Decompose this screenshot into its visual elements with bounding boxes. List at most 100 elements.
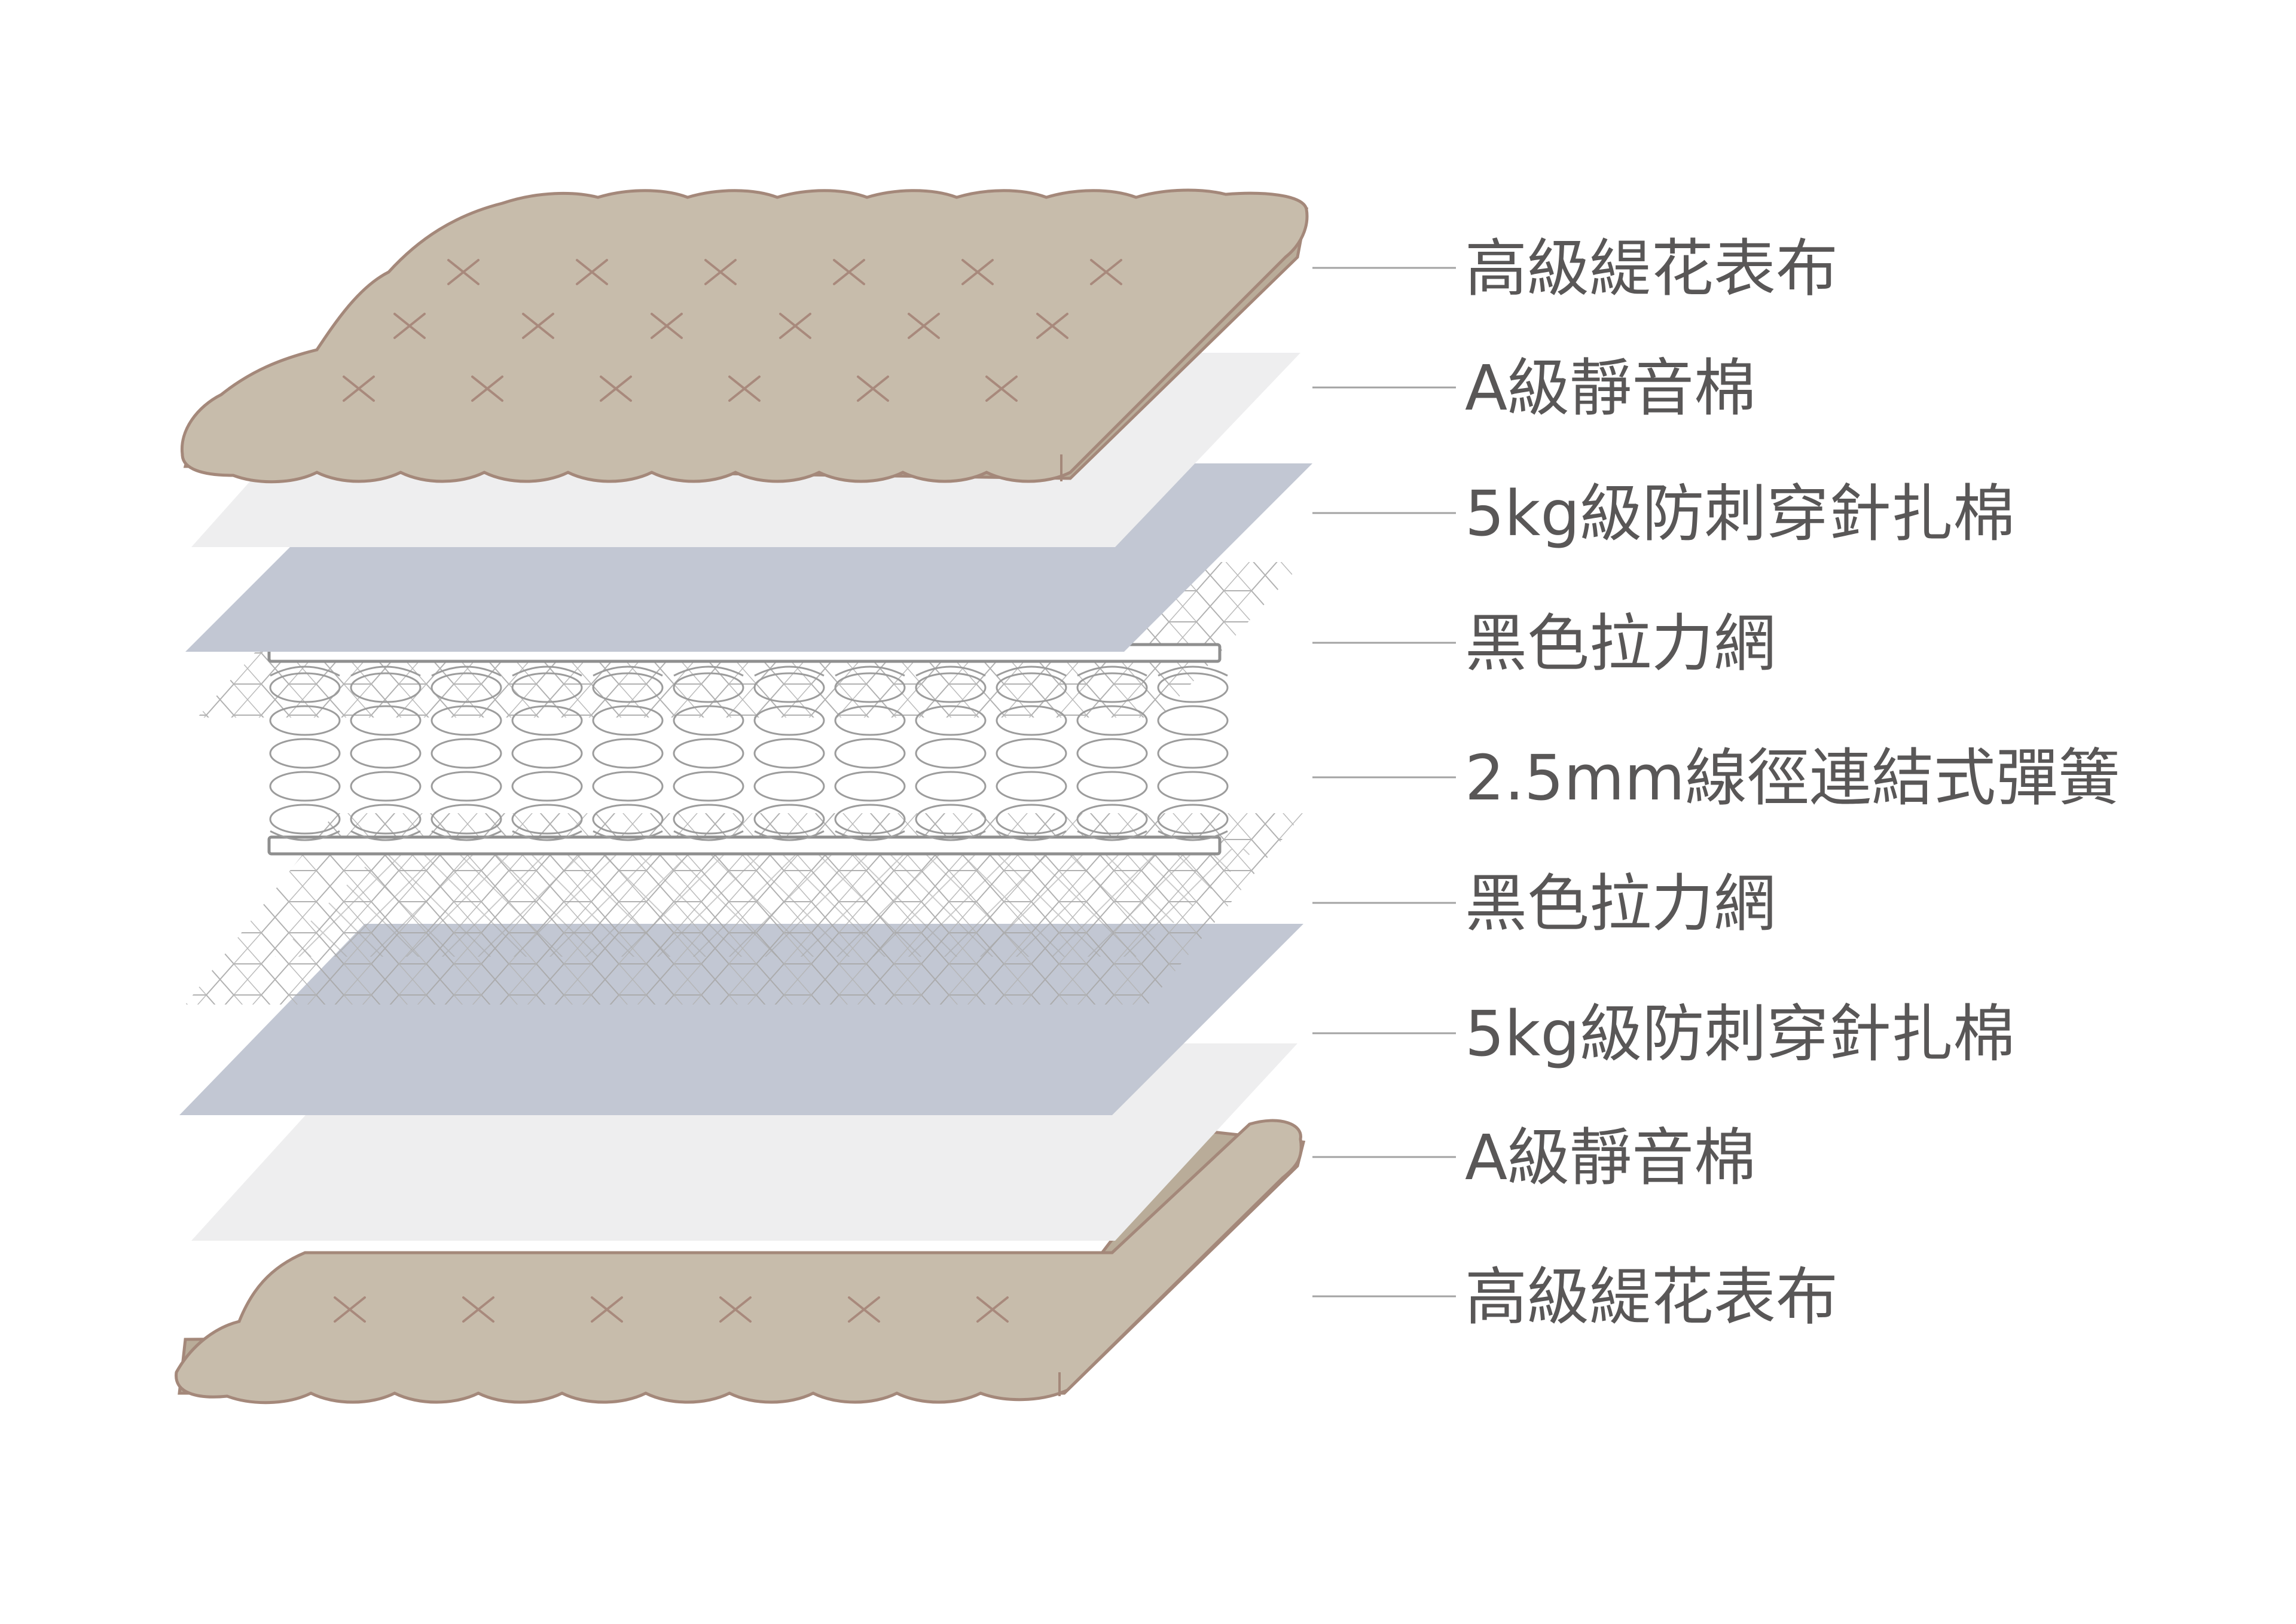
- spring-coil: [592, 738, 664, 769]
- label-text-bottom-tension-net: 黑色拉力網: [1465, 867, 1776, 940]
- spring-coil: [753, 738, 825, 769]
- label-text-top-tension-net: 黑色拉力網: [1465, 607, 1776, 680]
- spring-coil: [269, 705, 341, 736]
- spring-coil: [1076, 672, 1148, 703]
- spring-coil: [753, 672, 825, 703]
- spring-coil: [269, 804, 341, 835]
- spring-coil: [430, 738, 502, 769]
- top-fabric-top: [180, 188, 1309, 484]
- spring-coil: [350, 705, 422, 736]
- spring-coil: [996, 705, 1067, 736]
- label-bottom-fabric: 高級緹花表布: [1312, 1260, 1838, 1333]
- spring-coil: [673, 705, 744, 736]
- spring-coil: [269, 738, 341, 769]
- top-fabric-layer: [180, 188, 1309, 484]
- spring-coil: [996, 804, 1067, 835]
- spring-bottom-rail: [267, 835, 1222, 856]
- label-text-top-fabric: 高級緹花表布: [1465, 232, 1838, 305]
- label-top-fabric: 高級緹花表布: [1312, 232, 1838, 305]
- spring-coil: [753, 804, 825, 835]
- label-text-spring-core: 2.5mm線徑連結式彈簧: [1465, 741, 2120, 814]
- spring-coil: [915, 804, 987, 835]
- spring-coil: [350, 672, 422, 703]
- spring-coil: [1076, 804, 1148, 835]
- spring-coil-end: [512, 666, 582, 841]
- spring-coil: [673, 672, 744, 703]
- spring-coil: [269, 771, 341, 802]
- spring-coil: [996, 738, 1067, 769]
- label-top-silent-cotton: A級靜音棉: [1312, 352, 1756, 425]
- spring-coil-end: [835, 666, 905, 841]
- spring-coil: [753, 771, 825, 802]
- spring-coil-end: [754, 666, 825, 841]
- spring-coil: [430, 705, 502, 736]
- spring-coil: [511, 672, 583, 703]
- spring-coil: [996, 672, 1067, 703]
- spring-coil: [834, 738, 906, 769]
- spring-coil: [834, 804, 906, 835]
- spring-coil: [1157, 804, 1229, 835]
- spring-coil: [511, 705, 583, 736]
- bottom-tension-net-overlay: [275, 849, 1256, 957]
- bottom-fabric-top: [175, 1119, 1303, 1405]
- spring-coil: [350, 738, 422, 769]
- spring-coil: [592, 705, 664, 736]
- spring-coils: [269, 666, 1229, 841]
- spring-coil: [592, 804, 664, 835]
- spring-coil: [269, 672, 341, 703]
- label-spring-core: 2.5mm線徑連結式彈簧: [1312, 741, 2120, 814]
- layer-labels: 高級緹花表布 A級靜音棉 5kg級防刺穿針扎棉 黑色拉力網 2.5mm線徑連結式…: [1312, 232, 2120, 1333]
- spring-coil-end: [270, 666, 340, 841]
- spring-coil: [1157, 672, 1229, 703]
- spring-coil: [511, 738, 583, 769]
- spring-coil: [1157, 738, 1229, 769]
- spring-coil: [673, 771, 744, 802]
- spring-coil-end: [915, 666, 986, 841]
- spring-coil-end: [673, 666, 744, 841]
- spring-coil: [511, 804, 583, 835]
- spring-coil: [430, 804, 502, 835]
- label-text-bottom-fabric: 高級緹花表布: [1465, 1260, 1838, 1333]
- spring-coil-end: [593, 666, 663, 841]
- spring-coil: [430, 672, 502, 703]
- spring-coil: [1076, 771, 1148, 802]
- spring-coil-end: [431, 666, 502, 841]
- spring-coil: [1076, 738, 1148, 769]
- label-bottom-silent-cotton: A級靜音棉: [1312, 1121, 1756, 1194]
- spring-coil-end: [1077, 666, 1147, 841]
- spring-coil-end: [350, 666, 421, 841]
- label-top-tension-net: 黑色拉力網: [1312, 607, 1776, 680]
- spring-coil: [592, 672, 664, 703]
- spring-coil: [834, 672, 906, 703]
- spring-coil-end: [996, 666, 1067, 841]
- spring-coil: [834, 705, 906, 736]
- spring-coil: [1076, 705, 1148, 736]
- label-top-puncture-cotton: 5kg級防刺穿針扎棉: [1312, 477, 2015, 550]
- spring-coil: [430, 771, 502, 802]
- label-text-top-silent-cotton: A級靜音棉: [1465, 352, 1756, 425]
- spring-coil: [915, 672, 987, 703]
- spring-coil: [350, 804, 422, 835]
- spring-coil: [592, 771, 664, 802]
- top-fabric-stitches: [343, 259, 1122, 402]
- label-text-top-puncture-cotton: 5kg級防刺穿針扎棉: [1465, 477, 2015, 550]
- spring-coil: [1157, 771, 1229, 802]
- spring-coil: [350, 771, 422, 802]
- spring-coil: [673, 804, 744, 835]
- spring-coil: [915, 738, 987, 769]
- label-text-bottom-puncture-cotton: 5kg級防刺穿針扎棉: [1465, 997, 2015, 1070]
- spring-coil: [915, 771, 987, 802]
- spring-coil-end: [1158, 666, 1228, 841]
- label-text-bottom-silent-cotton: A級靜音棉: [1465, 1121, 1756, 1194]
- spring-coil: [996, 771, 1067, 802]
- spring-coil: [1157, 705, 1229, 736]
- spring-coil: [511, 771, 583, 802]
- spring-coil: [834, 771, 906, 802]
- bottom-fabric-stitches: [334, 1296, 1009, 1323]
- label-bottom-puncture-cotton: 5kg級防刺穿針扎棉: [1312, 997, 2015, 1070]
- spring-coil: [753, 705, 825, 736]
- label-bottom-tension-net: 黑色拉力網: [1312, 867, 1776, 940]
- spring-coil: [915, 705, 987, 736]
- bottom-tension-net-layer: [185, 813, 1303, 1005]
